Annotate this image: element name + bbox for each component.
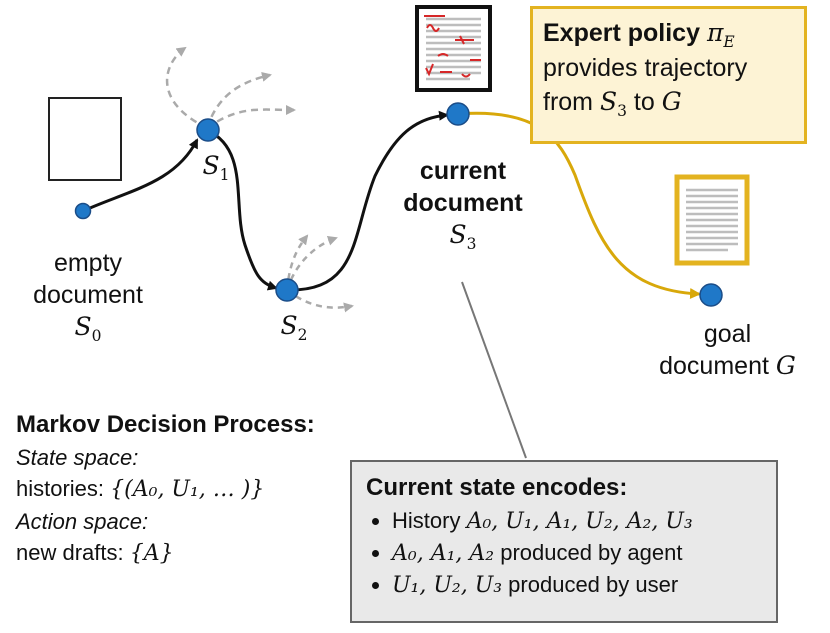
label-goal: goal document G (640, 318, 815, 382)
expert-policy-line2: provides trajectory (543, 54, 748, 83)
label-s0-symbol: S0 (74, 312, 102, 345)
label-s0: empty document S0 (18, 247, 158, 347)
mdp-description: Markov Decision Process: State space: hi… (16, 408, 315, 569)
label-s3-line1: current (419, 157, 507, 185)
edge-s1-s2 (206, 128, 278, 291)
label-goal-line2: document G (659, 351, 796, 380)
s2-alternative-branches (285, 234, 354, 313)
node-s1 (196, 118, 220, 142)
mdp-action-space-label: Action space: (16, 508, 149, 534)
mdp-histories: histories: {(A₀, U₁, … )} (16, 476, 265, 503)
current-state-bullet-history: History A₀, U₁, A₁, U₂, A₂, U₃ (392, 505, 762, 537)
current-state-bullet-agent: A₀, A₁, A₂ produced by agent (392, 537, 762, 569)
label-s3: current document S3 (393, 155, 533, 255)
edge-s3-goal-expert (457, 111, 701, 300)
current-state-bullet-user: U₁, U₂, U₃ produced by user (392, 569, 762, 601)
current-state-title: Current state encodes: (366, 474, 628, 501)
mdp-state-space-label: State space: (16, 445, 139, 471)
label-s3-symbol: S3 (449, 220, 477, 253)
current-state-list: History A₀, U₁, A₁, U₂, A₂, U₃ A₀, A₁, A… (366, 505, 762, 602)
expert-policy-line1: Expert policy πE (543, 18, 735, 51)
expert-policy-line3: from S3 to G (543, 87, 682, 121)
mdp-drafts: new drafts: {A} (16, 539, 174, 566)
mdp-title: Markov Decision Process: (16, 411, 315, 438)
label-goal-line1: goal (703, 320, 752, 348)
node-s0 (74, 202, 92, 220)
empty-document-icon (48, 97, 122, 181)
label-s1: S1 (202, 151, 230, 184)
node-s2 (275, 278, 299, 302)
node-s3 (446, 102, 470, 126)
label-s0-line2: document (33, 281, 143, 309)
state-connector-line (461, 281, 527, 459)
expert-policy-callout: Expert policy πE provides trajectory fro… (530, 6, 807, 144)
node-goal (699, 283, 723, 307)
goal-document-icon (674, 174, 750, 266)
s1-alternative-branches (165, 46, 296, 130)
label-s0-line1: empty (53, 249, 123, 277)
edge-s0-s1 (82, 138, 199, 213)
current-state-box: Current state encodes: History A₀, U₁, A… (350, 460, 778, 623)
label-s3-line2: document (403, 189, 523, 217)
edge-s2-s3 (286, 110, 449, 292)
current-document-icon (415, 5, 492, 92)
label-s2: S2 (280, 311, 308, 344)
